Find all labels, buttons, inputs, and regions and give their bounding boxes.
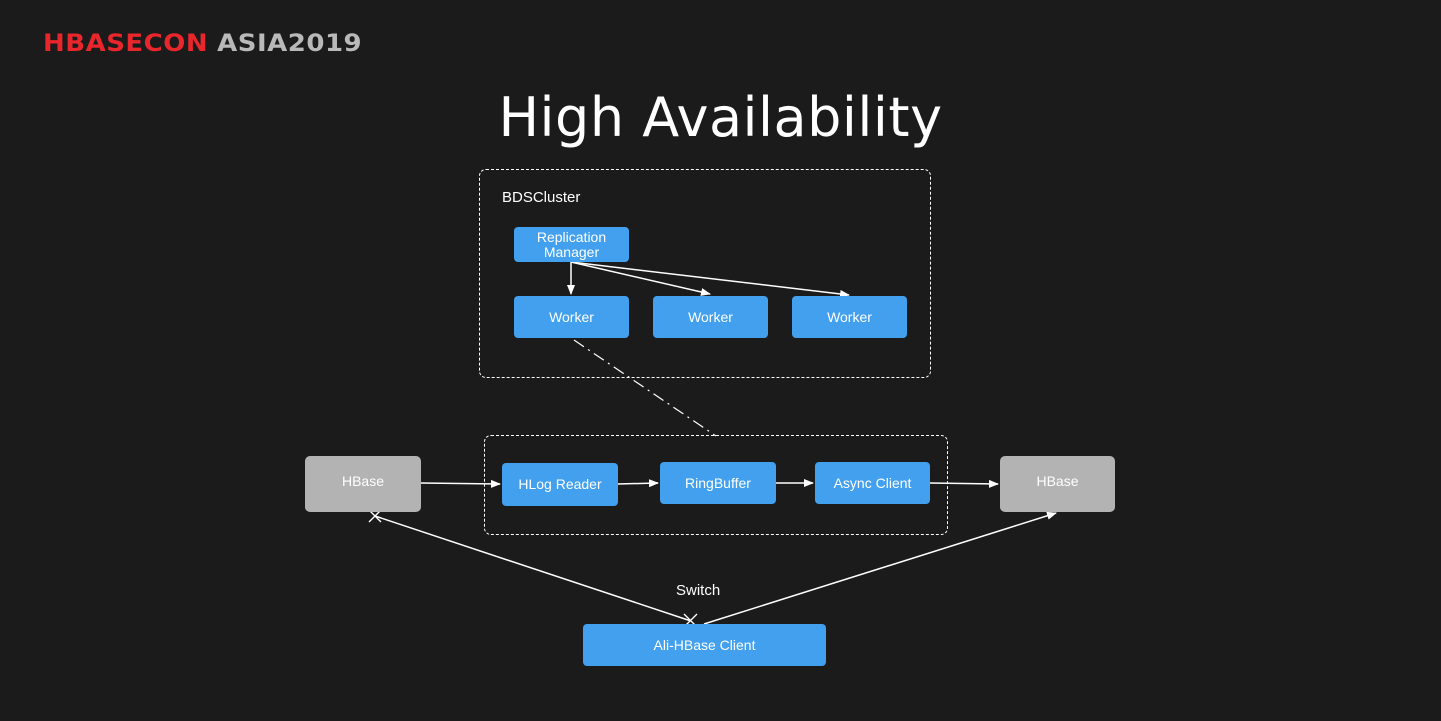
async-client-node: Async Client	[815, 462, 930, 504]
switch-label: Switch	[676, 582, 721, 599]
cross-mark-icon	[368, 509, 382, 523]
slide-title: High Availability	[498, 86, 943, 149]
async-client-label: Async Client	[833, 474, 912, 491]
hlog-reader-label: HLog Reader	[518, 476, 602, 492]
worker-to-pipeline-dashdot	[573, 339, 717, 437]
bds-cluster-label: BDSCluster	[502, 189, 581, 206]
worker-label: Worker	[827, 308, 872, 325]
pipeline-flow-arrows	[420, 479, 999, 488]
logo-event: ASIA2019	[217, 29, 363, 58]
source-hbase-label: HBase	[341, 473, 385, 489]
replication-manager-node: Replication Manager	[514, 227, 629, 262]
bds-cluster-group	[479, 169, 931, 378]
logo-brand: HBASECON	[43, 29, 209, 58]
target-hbase-label: HBase	[1036, 473, 1079, 489]
hlog-reader-node: HLog Reader	[502, 463, 618, 506]
arrow-hbase-to-hlog-reader	[420, 479, 501, 488]
ringbuffer-node: RingBuffer	[660, 462, 776, 504]
replication-manager-label: Replication Manager	[536, 228, 607, 260]
manager-to-worker-arrows	[567, 261, 850, 298]
worker-node-3: Worker	[792, 296, 907, 338]
source-hbase-node: HBase	[305, 456, 421, 512]
arrow-manager-worker-2	[570, 261, 711, 296]
arrow-hlog-reader-to-ringbuffer	[617, 479, 659, 488]
client-to-source-hbase-line	[374, 515, 692, 622]
worker-label: Worker	[549, 308, 594, 325]
ali-hbase-client-node: Ali-HBase Client	[583, 624, 826, 666]
target-hbase-node: HBase	[1000, 456, 1115, 512]
worker-node-2: Worker	[653, 296, 768, 338]
arrow-async-client-to-hbase	[929, 479, 999, 488]
arrow-manager-worker-3	[570, 261, 850, 298]
ringbuffer-label: RingBuffer	[685, 474, 751, 491]
hbasecon-logo: HBASECON ASIA2019	[43, 28, 362, 59]
worker-label: Worker	[688, 308, 733, 325]
ali-hbase-client-label: Ali-HBase Client	[653, 636, 756, 653]
worker-node-1: Worker	[514, 296, 629, 338]
client-to-target-hbase-arrow	[703, 511, 1057, 625]
